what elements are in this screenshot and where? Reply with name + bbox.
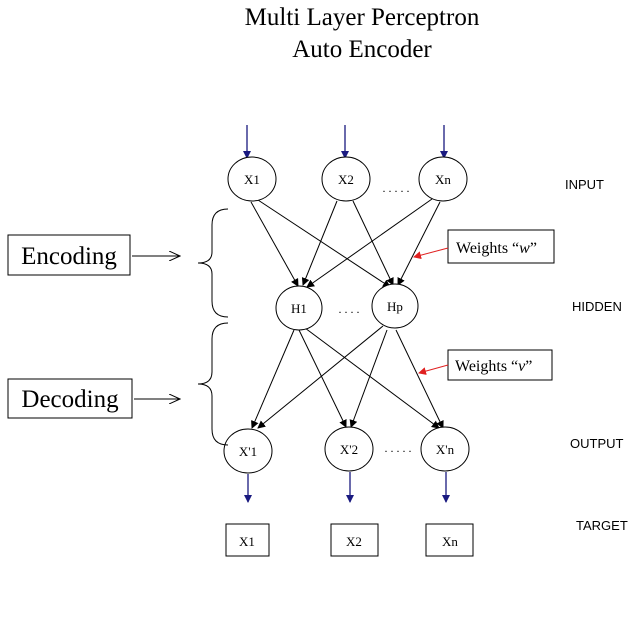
output-node-n: X'n: [420, 426, 470, 472]
hidden-node-p-label: Hp: [387, 299, 403, 314]
layer-label-output: OUTPUT: [570, 436, 624, 451]
layer-label-input: INPUT: [565, 177, 604, 192]
input-node-1-label: X1: [244, 172, 260, 187]
output-node-n-label: X'n: [436, 442, 455, 457]
input-node-2: X2: [321, 156, 371, 202]
encoding-phase: Encoding: [7, 208, 229, 318]
output-node-2-label: X'2: [340, 442, 358, 457]
edge-x1-hp: [257, 199, 391, 288]
hidden-ellipsis: . . . .: [339, 302, 360, 316]
hidden-layer: H1 . . . . Hp: [275, 283, 419, 331]
target-box-n: Xn: [425, 523, 474, 557]
decoding-brace: [197, 322, 229, 446]
decoding-connections: [251, 325, 444, 429]
target-box-1: X1: [225, 523, 270, 557]
weights-v-callout: Weights “v”: [418, 349, 553, 381]
layer-label-hidden: HIDDEN: [572, 299, 622, 314]
encoding-brace: [197, 208, 229, 318]
output-node-1: X'1: [223, 428, 273, 474]
output-node-2: X'2: [324, 426, 374, 472]
edge-hp-on: [395, 329, 444, 429]
input-ellipsis: . . . . .: [383, 181, 410, 195]
weights-w-pointer: [413, 247, 449, 260]
weights-w-box: [447, 229, 555, 264]
target-box-2-label: X2: [346, 534, 362, 549]
hidden-node-1: H1: [275, 285, 323, 331]
decoding-box: [7, 378, 133, 419]
edge-x2-h1: [301, 200, 338, 286]
layer-label-target: TARGET: [576, 518, 628, 533]
hidden-node-p: Hp: [371, 283, 419, 329]
edge-h1-o2: [298, 329, 347, 428]
output-node-1-label: X'1: [239, 444, 257, 459]
input-arrows: [243, 125, 448, 159]
target-box-n-label: Xn: [442, 534, 458, 549]
encoding-label: Encoding: [21, 243, 117, 270]
weights-v-pointer: [418, 364, 449, 375]
hidden-node-1-label: H1: [291, 301, 307, 316]
edge-xn-h1: [306, 198, 433, 288]
edge-xn-hp: [397, 201, 441, 286]
input-node-1: X1: [227, 156, 277, 202]
input-layer: X1 X2 . . . . . Xn: [227, 156, 468, 202]
decoding-phase: Decoding: [7, 322, 229, 446]
target-box-2: X2: [330, 523, 379, 557]
edge-hp-o2: [349, 329, 388, 428]
target-layer: X1 X2 Xn: [225, 523, 474, 557]
output-layer: X'1 X'2 . . . . . X'n: [223, 426, 470, 474]
input-node-n-label: Xn: [435, 172, 451, 187]
output-ellipsis: . . . . .: [385, 441, 412, 455]
input-node-n: Xn: [418, 156, 468, 202]
encoding-box: [7, 234, 131, 276]
edge-x1-h1: [250, 201, 299, 287]
title-line-1: Multi Layer Perceptron: [245, 4, 480, 31]
title-line-2: Auto Encoder: [292, 36, 432, 63]
edge-h1-o1: [251, 329, 295, 429]
weights-w-callout: Weights “w”: [413, 229, 555, 264]
output-arrows: [244, 472, 450, 503]
target-box-1-label: X1: [239, 534, 255, 549]
edge-h1-on: [304, 327, 440, 429]
input-node-2-label: X2: [338, 172, 354, 187]
weights-v-label: Weights “v”: [455, 358, 532, 375]
edge-hp-o1: [257, 325, 384, 429]
decoding-label: Decoding: [21, 386, 119, 413]
edge-x2-hp: [352, 200, 394, 286]
encoding-connections: [250, 198, 441, 288]
weights-w-label: Weights “w”: [456, 240, 537, 257]
